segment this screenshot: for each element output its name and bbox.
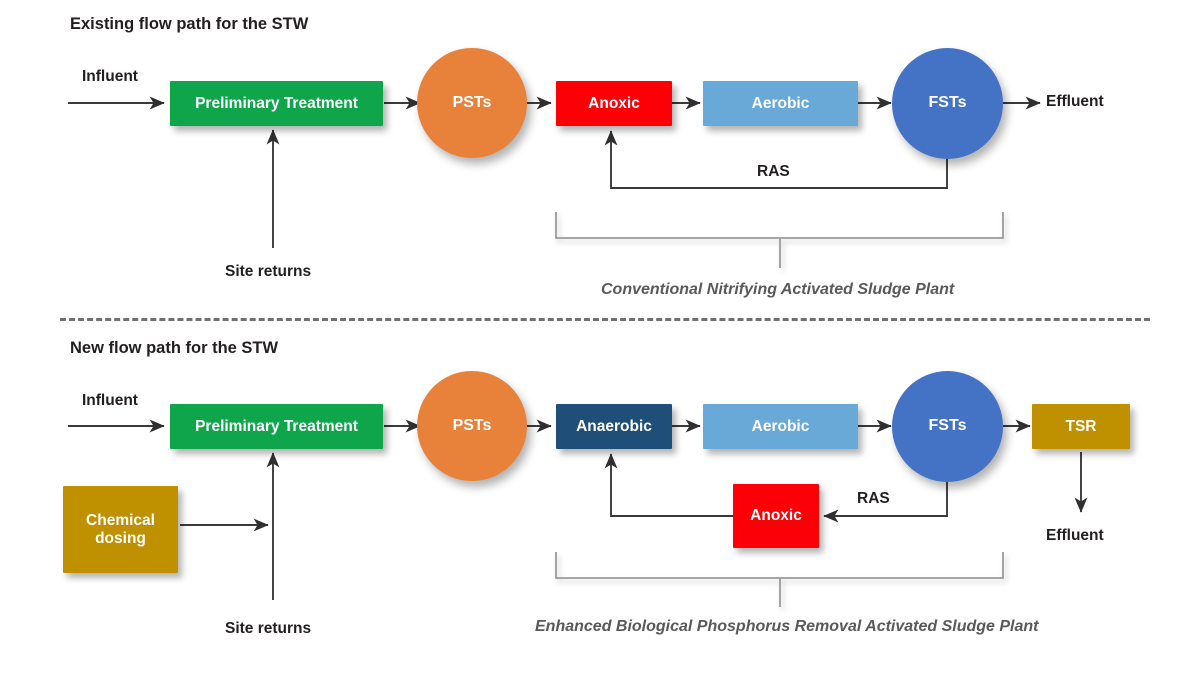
- node-fsts-new[interactable]: FSTs: [892, 371, 1003, 482]
- label-effluent-existing: Effluent: [1046, 93, 1104, 110]
- node-aerobic-new[interactable]: Aerobic: [703, 404, 858, 449]
- section-title-new: New flow path for the STW: [70, 339, 279, 357]
- bracket-new-plant: [555, 552, 1004, 579]
- node-preliminary-treatment-existing[interactable]: Preliminary Treatment: [170, 81, 383, 126]
- section-divider: [60, 318, 1150, 321]
- node-preliminary-treatment-new[interactable]: Preliminary Treatment: [170, 404, 383, 449]
- label-ras-new: RAS: [857, 490, 890, 507]
- label-influent-new: Influent: [82, 392, 138, 409]
- label-ras-existing: RAS: [757, 163, 790, 180]
- section-title-existing: Existing flow path for the STW: [70, 15, 309, 33]
- label-site-returns-new: Site returns: [225, 620, 312, 637]
- node-anaerobic-new[interactable]: Anaerobic: [556, 404, 672, 449]
- node-anoxic-existing[interactable]: Anoxic: [556, 81, 672, 126]
- caption-new-plant: Enhanced Biological Phosphorus Removal A…: [535, 618, 1039, 635]
- node-psts-new[interactable]: PSTs: [417, 371, 527, 481]
- label-site-returns-existing: Site returns: [225, 263, 312, 280]
- node-fsts-existing[interactable]: FSTs: [892, 48, 1003, 159]
- node-tsr[interactable]: TSR: [1032, 404, 1130, 449]
- arrow-anoxic-to-anaerobic: [604, 453, 733, 517]
- caption-existing-plant: Conventional Nitrifying Activated Sludge…: [601, 281, 955, 298]
- node-aerobic-existing[interactable]: Aerobic: [703, 81, 858, 126]
- node-anoxic-new[interactable]: Anoxic: [733, 484, 819, 548]
- label-effluent-new: Effluent: [1046, 527, 1104, 544]
- chemical-dosing-line-2: dosing: [95, 529, 146, 547]
- node-chemical-dosing[interactable]: Chemical dosing: [63, 486, 178, 573]
- chemical-dosing-line-1: Chemical: [86, 511, 155, 529]
- label-influent-existing: Influent: [82, 68, 138, 85]
- bracket-existing-plant: [555, 212, 1004, 239]
- node-psts-existing[interactable]: PSTs: [417, 48, 527, 158]
